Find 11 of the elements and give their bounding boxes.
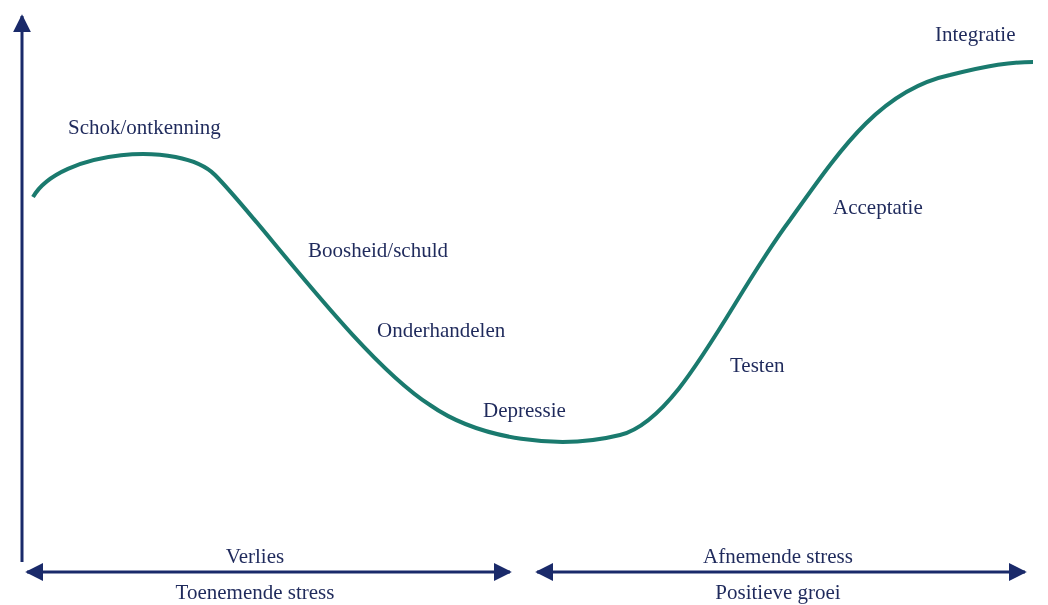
stage-label: Integratie: [935, 24, 1016, 45]
phase-label: Toenemende stress: [175, 582, 335, 603]
stage-label: Schok/ontkenning: [68, 117, 221, 138]
phase-label: Afnemende stress: [703, 546, 853, 567]
stage-label: Depressie: [483, 400, 566, 421]
stage-label: Acceptatie: [833, 197, 923, 218]
stage-label: Boosheid/schuld: [308, 240, 448, 261]
phase-label: Verlies: [225, 546, 285, 567]
stage-label: Testen: [730, 355, 785, 376]
phase-label: Positieve groei: [715, 582, 841, 603]
stage-label: Onderhandelen: [377, 320, 506, 341]
